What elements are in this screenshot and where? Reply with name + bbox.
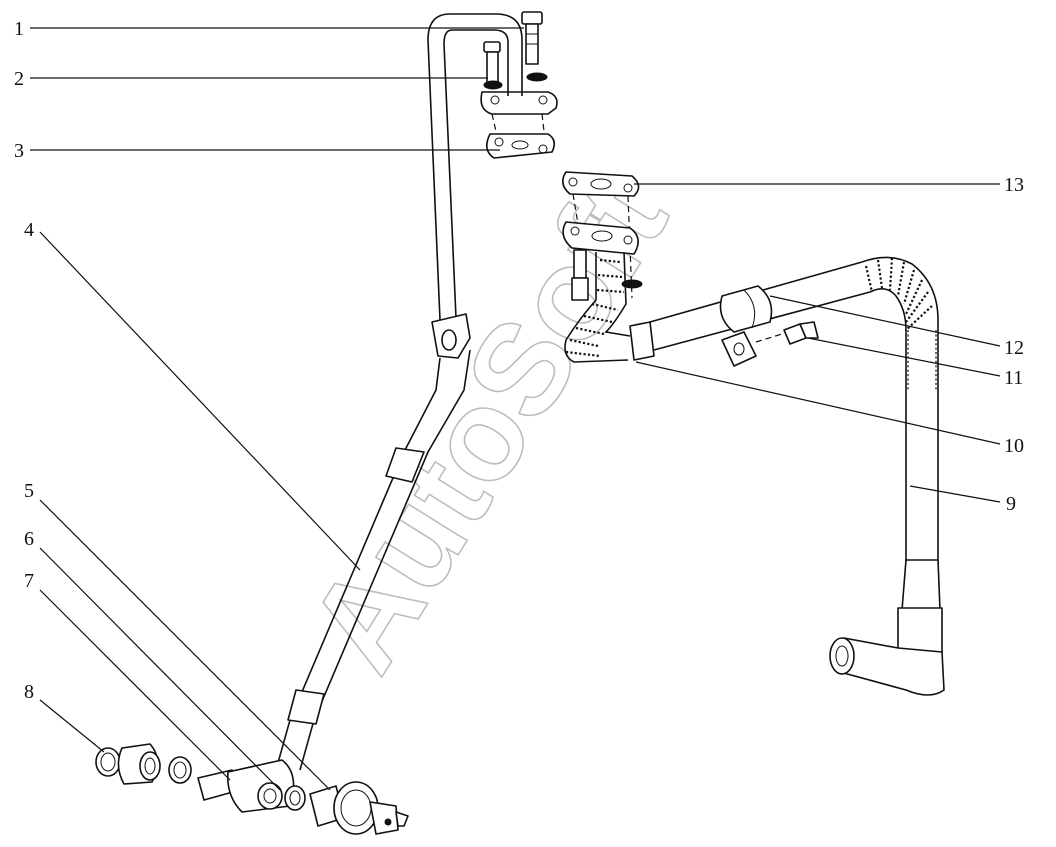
pipe-sleeve-lower — [287, 689, 325, 725]
upper-flange-assembly — [480, 11, 558, 159]
return-flange — [562, 221, 639, 255]
callout-labels: 1 2 3 4 5 6 7 8 9 10 11 12 13 — [14, 18, 1024, 703]
callout-2: 2 — [14, 68, 24, 90]
washer-part-7 — [168, 756, 192, 784]
washer-part-5 — [284, 785, 306, 811]
leader-lines — [30, 27, 1001, 791]
bolt-part-2 — [483, 41, 503, 90]
callout-9: 9 — [1006, 493, 1016, 515]
upper-gasket-part-3 — [486, 133, 556, 159]
callout-8: 8 — [24, 681, 34, 703]
callout-4: 4 — [24, 219, 34, 241]
hose-clamp-part-12 — [719, 285, 773, 333]
upper-flange — [480, 91, 558, 115]
oil-pipe-part-4 — [275, 13, 523, 771]
callout-5: 5 — [24, 480, 34, 502]
callout-13: 13 — [1004, 174, 1024, 196]
lower-fitting-assembly — [95, 743, 409, 835]
callout-7: 7 — [24, 570, 34, 592]
bolt-part-1 — [521, 11, 548, 82]
callout-6: 6 — [24, 528, 34, 550]
callout-12: 12 — [1004, 337, 1024, 359]
clamp-block-part-10 — [629, 321, 655, 361]
gasket-part-13 — [562, 171, 640, 197]
pipe-elbow-end — [839, 637, 945, 696]
return-pipe-part-9 — [901, 559, 941, 611]
washer-part-8 — [95, 747, 121, 777]
callout-3: 3 — [14, 140, 24, 162]
callout-11: 11 — [1004, 367, 1023, 389]
pipe-sleeve-upper — [385, 447, 425, 483]
return-pipe-assembly — [562, 171, 945, 696]
callout-1: 1 — [14, 18, 24, 40]
callout-10: 10 — [1004, 435, 1024, 457]
bracket-part-11 — [721, 331, 757, 367]
